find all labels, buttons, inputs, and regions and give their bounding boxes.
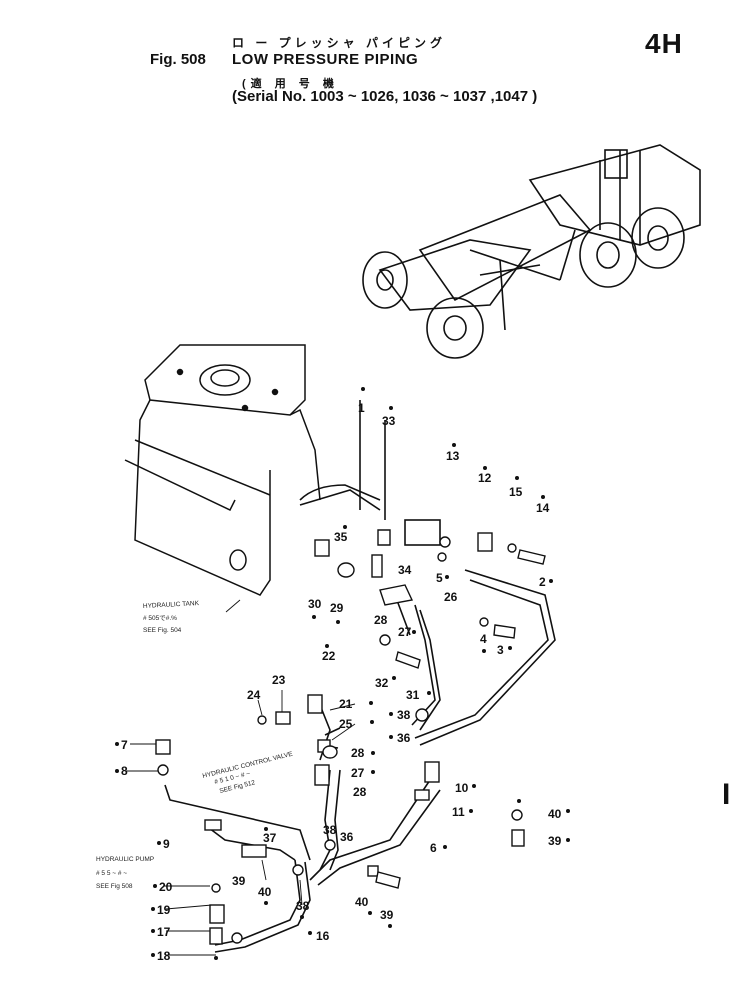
serial-range: (Serial No. 1003 ~ 1026, 1036 ~ 1037 ,10… [232,88,538,105]
callout-17: 17 [157,925,171,939]
callout-39b: 39 [232,874,246,888]
pump-note-line-1: HYDRAULIC PUMP [96,856,154,863]
callout-11: 11 [452,805,465,819]
callout-28c: 28 [353,785,367,799]
callout-14: 14 [536,501,550,515]
pump-note-line-2: # 5 5 ~ # ~ [96,870,127,877]
callout-29: 29 [330,601,344,615]
callout-31: 31 [406,688,420,702]
callout-28a: 28 [374,613,388,627]
callout-38a: 38 [397,708,411,722]
callout-22: 22 [322,649,336,663]
callout-5: 5 [436,571,443,585]
figure-title: LOW PRESSURE PIPING [232,51,419,68]
callout-9: 9 [163,837,170,851]
callout-40c: 40 [355,895,369,909]
callout-27b: 27 [351,766,365,780]
callout-4: 4 [480,632,487,646]
callout-26: 26 [444,590,458,604]
callout-39c: 39 [380,908,394,922]
part-callouts: 1 33 13 12 15 14 35 34 5 2 26 30 29 28 2… [115,387,570,963]
callout-7a: 7 [121,738,128,752]
figure-number: Fig. 508 [150,51,206,68]
callout-30: 30 [308,597,322,611]
callout-6: 6 [430,841,437,855]
callout-23: 23 [272,673,286,687]
callout-3: 3 [497,643,504,657]
callout-40a: 40 [548,807,562,821]
callout-40b: 40 [258,885,272,899]
japanese-title: ロ ー プレッシャ パイピング [232,36,447,50]
callout-25: 25 [339,717,353,731]
callout-35: 35 [334,530,348,544]
piping-lines [164,400,556,953]
callout-38c: 38 [296,899,310,913]
tank-note-line-3: SEE Fig. 504 [143,627,182,634]
callout-19: 19 [157,903,171,917]
callout-20: 20 [159,880,173,894]
pump-note-line-3: SEE Fig 508 [96,883,133,890]
callout-37: 37 [263,831,277,845]
callout-1: 1 [358,401,365,415]
callout-24: 24 [247,688,261,702]
machine-illustration [362,144,701,359]
callout-32: 32 [375,676,389,690]
callout-2: 2 [539,575,546,589]
callout-38b: 38 [323,823,337,837]
callout-8: 8 [121,764,128,778]
callout-15: 15 [509,485,523,499]
hydraulic-tank [124,344,321,596]
callout-27a: 27 [398,625,412,639]
callout-13: 13 [446,449,460,463]
japanese-applicable-label: (適 用 号 機 [242,78,339,90]
callout-18: 18 [157,949,171,963]
callout-36b: 36 [340,830,354,844]
callout-34: 34 [398,563,412,577]
callout-16: 16 [316,929,330,943]
tank-note-line-1: HYDRAULIC TANK [143,600,200,610]
tank-note-line-2: # 505で#.% [143,615,177,622]
callout-36a: 36 [397,731,411,745]
callout-10: 10 [455,781,469,795]
callout-12: 12 [478,471,492,485]
page-edge-mark: I [722,778,731,811]
callout-28b: 28 [351,746,365,760]
callout-39a: 39 [548,834,562,848]
fittings [155,529,546,945]
callout-21: 21 [339,697,353,711]
page-code: 4H [645,28,683,59]
leader-lines [126,599,356,956]
callout-33: 33 [382,414,396,428]
